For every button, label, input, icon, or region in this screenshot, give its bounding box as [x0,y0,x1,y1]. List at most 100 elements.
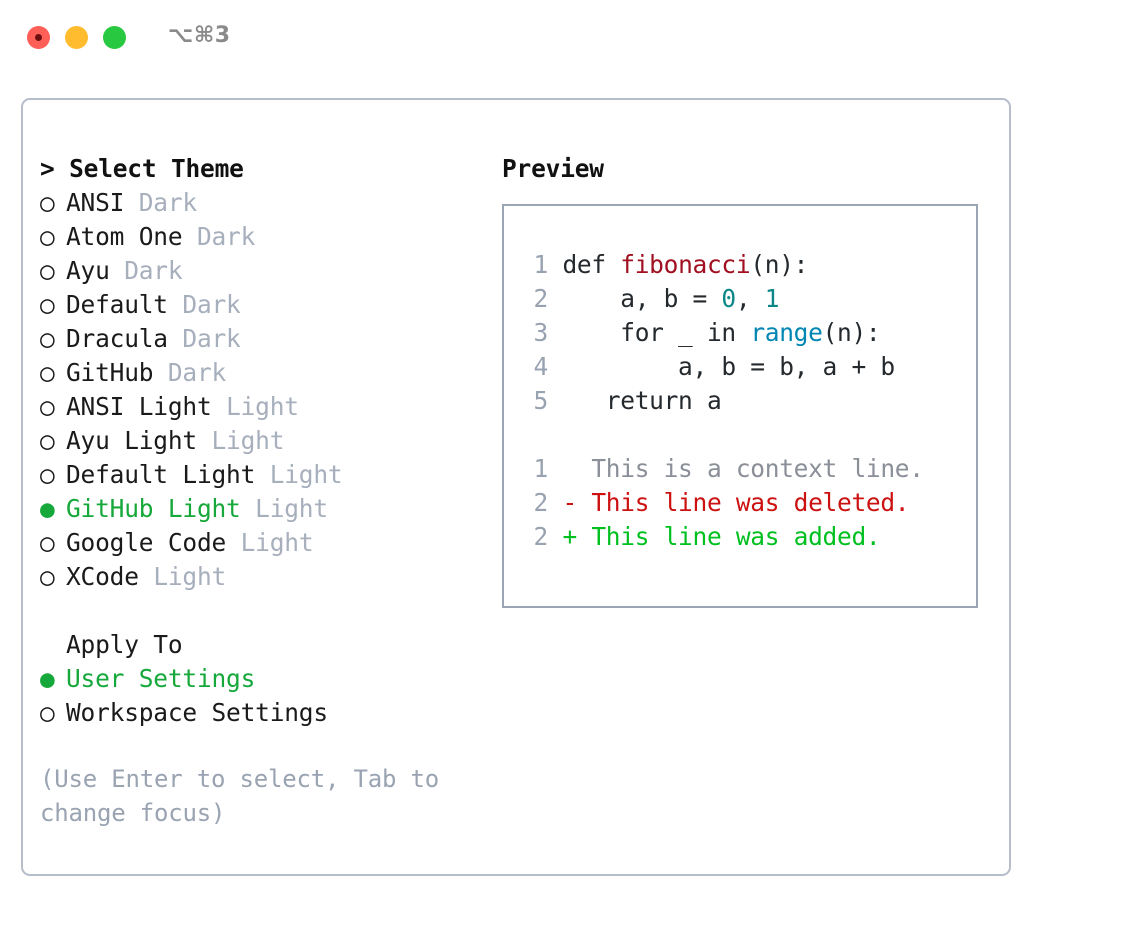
preview-title: Preview [502,154,604,183]
code-token-plain: (n): [750,250,809,279]
theme-option-label: Google Code [66,528,227,557]
radio-selected-icon: ● [40,664,55,693]
line-number: 1 [533,454,549,483]
code-token-call: range [750,318,823,347]
theme-option-category: Dark [182,222,256,251]
code-line: 5 return a [526,384,924,418]
theme-selector-column: > Select Theme ○ANSI Dark○Atom One Dark○… [40,152,480,830]
radio-unselected-icon: ○ [40,426,55,455]
theme-option-label: XCode [66,562,139,591]
theme-option-label: GitHub [66,358,154,387]
maximize-button[interactable] [103,26,126,49]
theme-option-category: Light [255,460,343,489]
line-number: 4 [533,352,549,381]
line-number: 2 [533,522,549,551]
theme-option-label: Default Light [66,460,256,489]
code-line: 4 a, b = b, a + b [526,350,924,384]
apply-to-option-workspace-settings[interactable]: ○ Workspace Settings [40,696,480,730]
theme-option-category: Light [211,392,299,421]
list-spacer [40,594,480,628]
radio-unselected-icon: ○ [40,324,55,353]
code-token-plain: a, b = b, a + b [562,352,895,381]
main-panel: > Select Theme ○ANSI Dark○Atom One Dark○… [21,98,1011,876]
code-line: 2 a, b = 0, 1 [526,282,924,316]
radio-unselected-icon: ○ [40,290,55,319]
radio-unselected-icon: ○ [40,460,55,489]
code-line: 1 def fibonacci(n): [526,248,924,282]
diff-text: + This line was added. [562,522,881,551]
diff-line-ctx: 1 This is a context line. [526,452,924,486]
theme-option-label: GitHub Light [66,494,241,523]
close-button[interactable] [27,26,50,49]
line-number: 2 [533,284,549,313]
theme-option-google-code[interactable]: ○ Google Code Light [40,526,480,560]
diff-line-del: 2 - This line was deleted. [526,486,924,520]
theme-option-xcode[interactable]: ○ XCode Light [40,560,480,594]
theme-option-atom-one[interactable]: ○ Atom One Dark [40,220,480,254]
line-number: 1 [533,250,549,279]
code-token-plain: , [735,284,765,313]
theme-list[interactable]: ○ ANSI Dark ○ Atom One Dark ○ Ayu Dark ○ Defaul… [40,186,480,594]
apply-to-option-label: Workspace Settings [66,698,328,727]
theme-option-category: Dark [167,324,241,353]
diff-text: This is a context line. [562,454,924,483]
apply-to-header: Apply To [66,630,183,659]
diff-line-add: 2 + This line was added. [526,520,924,554]
radio-unselected-icon: ○ [40,528,55,557]
theme-option-ayu-light[interactable]: ○ Ayu Light Light [40,424,480,458]
theme-option-category: Light [196,426,285,455]
theme-option-dracula[interactable]: ○ Dracula Dark [40,322,480,356]
radio-unselected-icon: ○ [40,698,55,727]
line-number: 2 [533,488,549,517]
theme-option-ansi[interactable]: ○ ANSI Dark [40,186,480,220]
line-number: 5 [533,386,549,415]
title-bar: ⌥⌘3 [0,0,1140,76]
theme-option-category: Light [138,562,227,591]
code-token-plain: for _ in [562,318,751,347]
radio-unselected-icon: ○ [40,256,55,285]
code-token-plain: a, b = [562,284,722,313]
theme-option-category: Dark [109,256,183,285]
code-token-plain: (n): [822,318,881,347]
traffic-lights [27,26,126,49]
theme-option-label: Default [66,290,168,319]
theme-option-github-light[interactable]: ● GitHub Light Light [40,492,480,526]
radio-unselected-icon: ○ [40,392,55,421]
apply-to-option-user-settings[interactable]: ● User Settings [40,662,480,696]
minimize-button[interactable] [65,26,88,49]
radio-unselected-icon: ○ [40,188,55,217]
theme-option-category: Light [240,494,328,523]
theme-option-label: ANSI [66,188,125,217]
radio-unselected-icon: ○ [40,222,55,251]
theme-option-default-light[interactable]: ○ Default Light Light [40,458,480,492]
keyboard-shortcut-label: ⌥⌘3 [168,23,231,48]
select-theme-header: > Select Theme [40,154,244,183]
theme-option-category: Light [226,528,314,557]
radio-unselected-icon: ○ [40,562,55,591]
theme-option-label: Ayu [66,256,110,285]
apply-to-option-label: User Settings [66,664,256,693]
code-token-fn: fibonacci [620,250,751,279]
code-token-num: 0 [721,284,736,313]
preview-column: Preview 1 def fibonacci(n):2 a, b = 0, 1… [502,152,992,608]
code-line: 3 for _ in range(n): [526,316,924,350]
theme-option-label: Ayu Light [66,426,197,455]
theme-option-github[interactable]: ○GitHub Dark [40,356,480,390]
theme-option-category: Dark [153,358,227,387]
theme-option-category: Dark [124,188,197,217]
theme-option-ansi-light[interactable]: ○ ANSI Light Light [40,390,480,424]
theme-option-ayu[interactable]: ○ Ayu Dark [40,254,480,288]
code-token-num: 1 [764,284,780,313]
diff-text: - This line was deleted. [562,488,910,517]
theme-option-label: ANSI Light [66,392,212,421]
theme-option-label: Dracula [66,324,168,353]
apply-to-list[interactable]: ● User Settings ○ Workspace Settings [40,662,480,730]
theme-option-default[interactable]: ○Default Dark [40,288,480,322]
theme-option-label: Atom One [66,222,183,251]
code-blank-line [526,418,924,452]
radio-selected-icon: ● [40,494,55,523]
code-token-plain: return a [562,386,722,415]
